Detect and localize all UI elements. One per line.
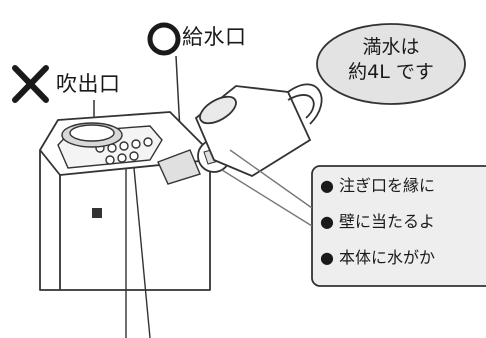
air-outlet-label: 吹出口 <box>56 72 121 96</box>
capacity-callout: 満水は 約4L です <box>318 25 464 95</box>
circle-mark-icon <box>147 22 181 56</box>
air-outlet <box>61 122 123 148</box>
note-item: ●壁に当たるよ <box>312 204 435 240</box>
brand-logo-icon <box>92 208 102 218</box>
note-text: 注ぎ口を縁に <box>338 176 435 195</box>
water-inlet-label: 給水口 <box>182 25 247 49</box>
cross-mark-icon <box>12 65 49 103</box>
capacity-callout-bubble <box>316 23 466 105</box>
callout-line-2: 約4L です <box>348 61 434 83</box>
note-text: 本体に水がか <box>338 248 435 267</box>
water-inlet <box>157 149 201 185</box>
note-item: ●本体に水がか <box>312 240 435 276</box>
bullet-icon: ● <box>320 248 334 267</box>
callout-line-1: 満水は <box>362 36 420 58</box>
humidifier-legs <box>125 167 151 338</box>
note-item: ●注ぎ口を縁に <box>312 168 435 204</box>
bullet-icon: ● <box>320 176 334 195</box>
note-text: 壁に当たるよ <box>338 212 435 231</box>
water-pitcher <box>194 83 323 178</box>
note-leader-lines <box>221 149 313 227</box>
caution-notes: ●注ぎ口を縁に ●壁に当たるよ ●本体に水がか <box>312 168 435 276</box>
bullet-icon: ● <box>320 212 334 231</box>
